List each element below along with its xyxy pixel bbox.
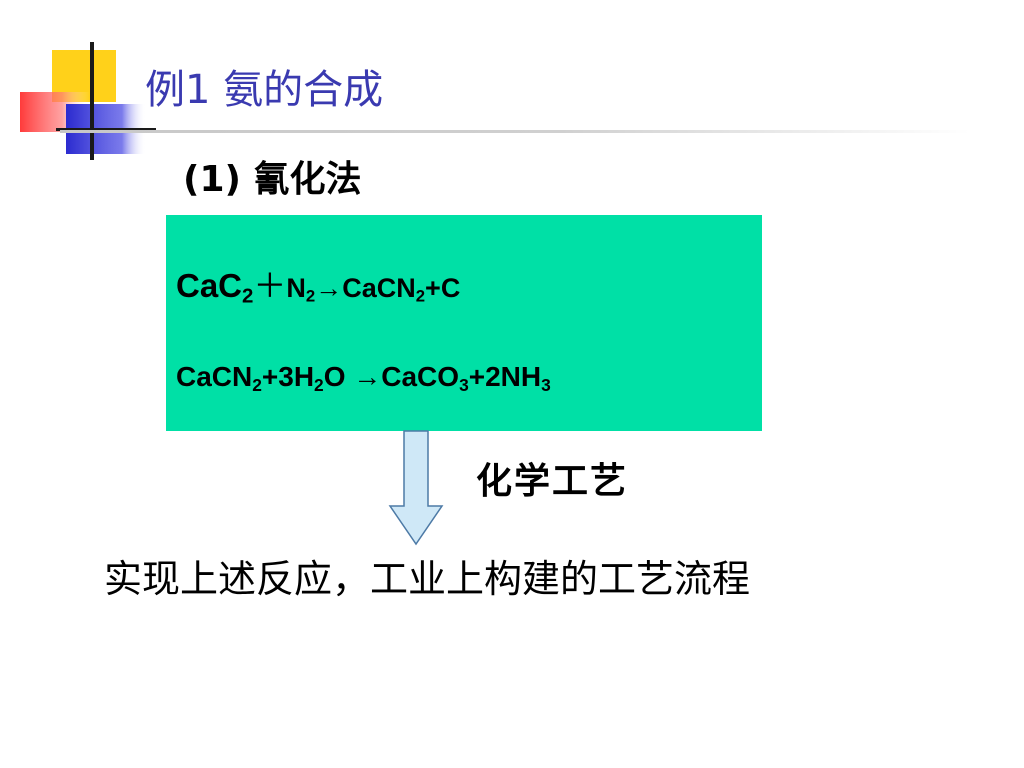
eq1-reactant-1-sub: 2	[242, 284, 254, 308]
slide-title: 例1 氨的合成	[145, 67, 384, 113]
arrow-label: 化学工艺	[476, 461, 629, 502]
title-divider	[60, 130, 970, 133]
section-heading: (1) 氰化法	[183, 159, 362, 200]
eq2-reactant-1-sub: 2	[252, 374, 262, 395]
eq2-reactant-2: +3H	[261, 361, 315, 392]
down-arrow-icon	[388, 430, 444, 546]
eq1-reactant-2: N	[286, 273, 306, 303]
eq1-plus: ＋	[253, 267, 287, 304]
eq1-product-1-sub: 2	[415, 286, 426, 306]
eq2-product-1-sub: 3	[459, 374, 469, 395]
eq2-product-2: +2NH	[468, 361, 542, 392]
eq2-reactant-1: CaCN	[176, 361, 253, 392]
eq1-reactant-1: CaC	[176, 267, 243, 304]
eq2-product-1: CaCO	[381, 361, 460, 392]
eq2-reactant-2-sub: 2	[314, 374, 324, 395]
equation-2: CaCN2+3H2O →CaCO3+2NH3	[176, 361, 551, 395]
eq1-product-1: CaCN	[342, 273, 416, 303]
equation-box: CaC2＋N2→CaCN2+C CaCN2+3H2O →CaCO3+2NH3	[166, 215, 762, 431]
equation-1: CaC2＋N2→CaCN2+C	[176, 259, 460, 307]
slide-logo-icon	[20, 42, 156, 160]
eq1-arrow: →	[315, 273, 343, 303]
eq1-reactant-2-sub: 2	[305, 286, 316, 306]
eq2-product-2-sub: 3	[541, 374, 551, 395]
bottom-text: 实现上述反应，工业上构建的工艺流程	[104, 557, 751, 601]
eq2-arrow: →	[353, 361, 382, 392]
eq2-reactant-2-tail: O	[323, 361, 354, 392]
eq1-product-2: +C	[425, 273, 461, 303]
